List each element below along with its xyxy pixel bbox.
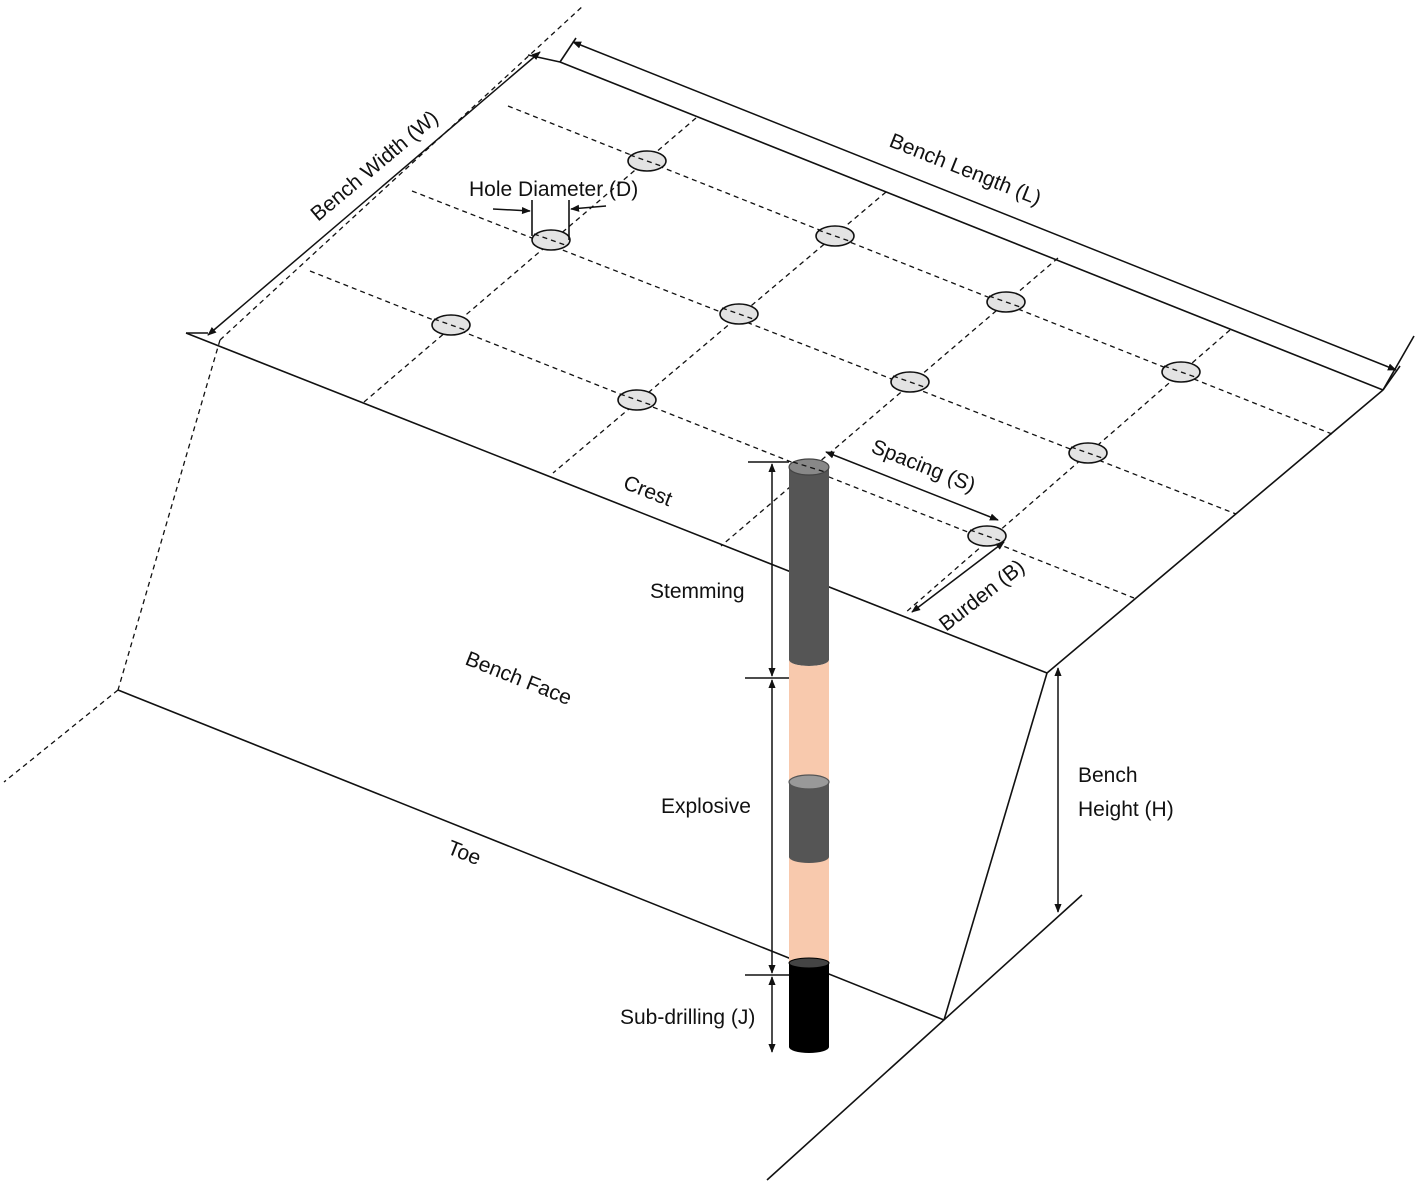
hole-top <box>788 458 830 476</box>
spacing-arrow <box>825 451 999 521</box>
right-top-edge <box>1046 389 1384 674</box>
sub-drilling-label: Sub-drilling (J) <box>620 1006 755 1029</box>
blast-hole <box>986 291 1026 313</box>
back-edge-top <box>559 61 1384 391</box>
deck-stemming-section <box>789 782 829 863</box>
blast-hole <box>531 229 571 251</box>
hole-diameter-label: Hole Diameter (D) <box>469 178 638 201</box>
dashed-lines <box>3 4 1333 783</box>
bench-length-arrow <box>572 41 1397 371</box>
bench-height-label-line2: Height (H) <box>1078 798 1174 821</box>
sub-drilling-section <box>789 963 829 1053</box>
burden-label: Burden (B) <box>935 555 1029 636</box>
stemming-label: Stemming <box>650 580 745 603</box>
crest-label: Crest <box>620 471 675 511</box>
left-face-edge <box>117 339 221 691</box>
hole-diameter-arrow-right <box>570 204 607 212</box>
blast-hole <box>1161 361 1201 383</box>
right-face-edge <box>943 672 1048 1021</box>
spacing-label: Spacing (S) <box>868 435 978 497</box>
labels: Bench Width (W) Bench Length (L) Hole Di… <box>306 106 1173 1029</box>
blast-hole <box>627 150 667 172</box>
lower-bench-edge <box>766 894 1083 1181</box>
right-top-edge-ext <box>1382 335 1415 391</box>
dimension-lines <box>186 37 1401 1053</box>
toe-label: Toe <box>444 836 484 870</box>
bench-width-arrow <box>207 51 541 336</box>
blast-hole <box>967 525 1007 547</box>
deck-top <box>788 774 830 790</box>
bench-width-label: Bench Width (W) <box>306 106 442 226</box>
blast-hole <box>617 389 657 411</box>
stemming-section <box>789 467 829 666</box>
blast-hole <box>719 303 759 325</box>
crest-line <box>185 332 1048 674</box>
explosive-label: Explosive <box>661 795 751 818</box>
burden-arrow <box>911 541 1005 613</box>
lower-left-edge <box>3 689 119 783</box>
blast-hole <box>431 314 471 336</box>
blast-hole <box>890 371 930 393</box>
blast-hole <box>1068 442 1108 464</box>
borehole-column <box>788 458 830 1053</box>
bench-outline <box>117 61 1415 1181</box>
bench-face-label: Bench Face <box>462 647 575 710</box>
hole-diameter-arrow-left <box>492 206 531 215</box>
bench-height-label-line1: Bench <box>1078 764 1138 787</box>
blast-hole <box>815 225 855 247</box>
